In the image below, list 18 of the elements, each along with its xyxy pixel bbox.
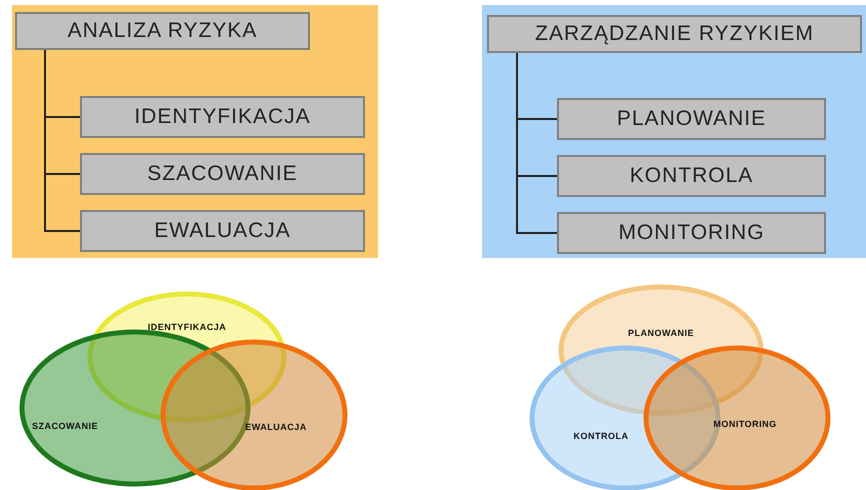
- connector-line: [516, 53, 557, 234]
- circle-label: KONTROLA: [574, 431, 628, 441]
- circle-label: PLANOWANIE: [628, 328, 694, 338]
- tree-box: PLANOWANIE: [557, 98, 826, 140]
- tree-box: ZARZĄDZANIE RYZYKIEM: [487, 15, 862, 53]
- group-panel: [12, 5, 378, 258]
- circle-label: IDENTYFIKACJA: [148, 322, 226, 332]
- tree-box: MONITORING: [557, 212, 826, 254]
- group-panel: [482, 5, 866, 258]
- connector-line: [44, 50, 80, 232]
- circle-label: EWALUACJA: [245, 422, 307, 432]
- circle-label: SZACOWANIE: [32, 421, 98, 431]
- circle-label: MONITORING: [713, 419, 777, 429]
- tree-box: IDENTYFIKACJA: [80, 96, 365, 138]
- tree-box: SZACOWANIE: [80, 153, 365, 195]
- tree-box: EWALUACJA: [80, 210, 365, 252]
- tree-box: ANALIZA RYZYKA: [15, 12, 310, 50]
- tree-box: KONTROLA: [557, 155, 826, 197]
